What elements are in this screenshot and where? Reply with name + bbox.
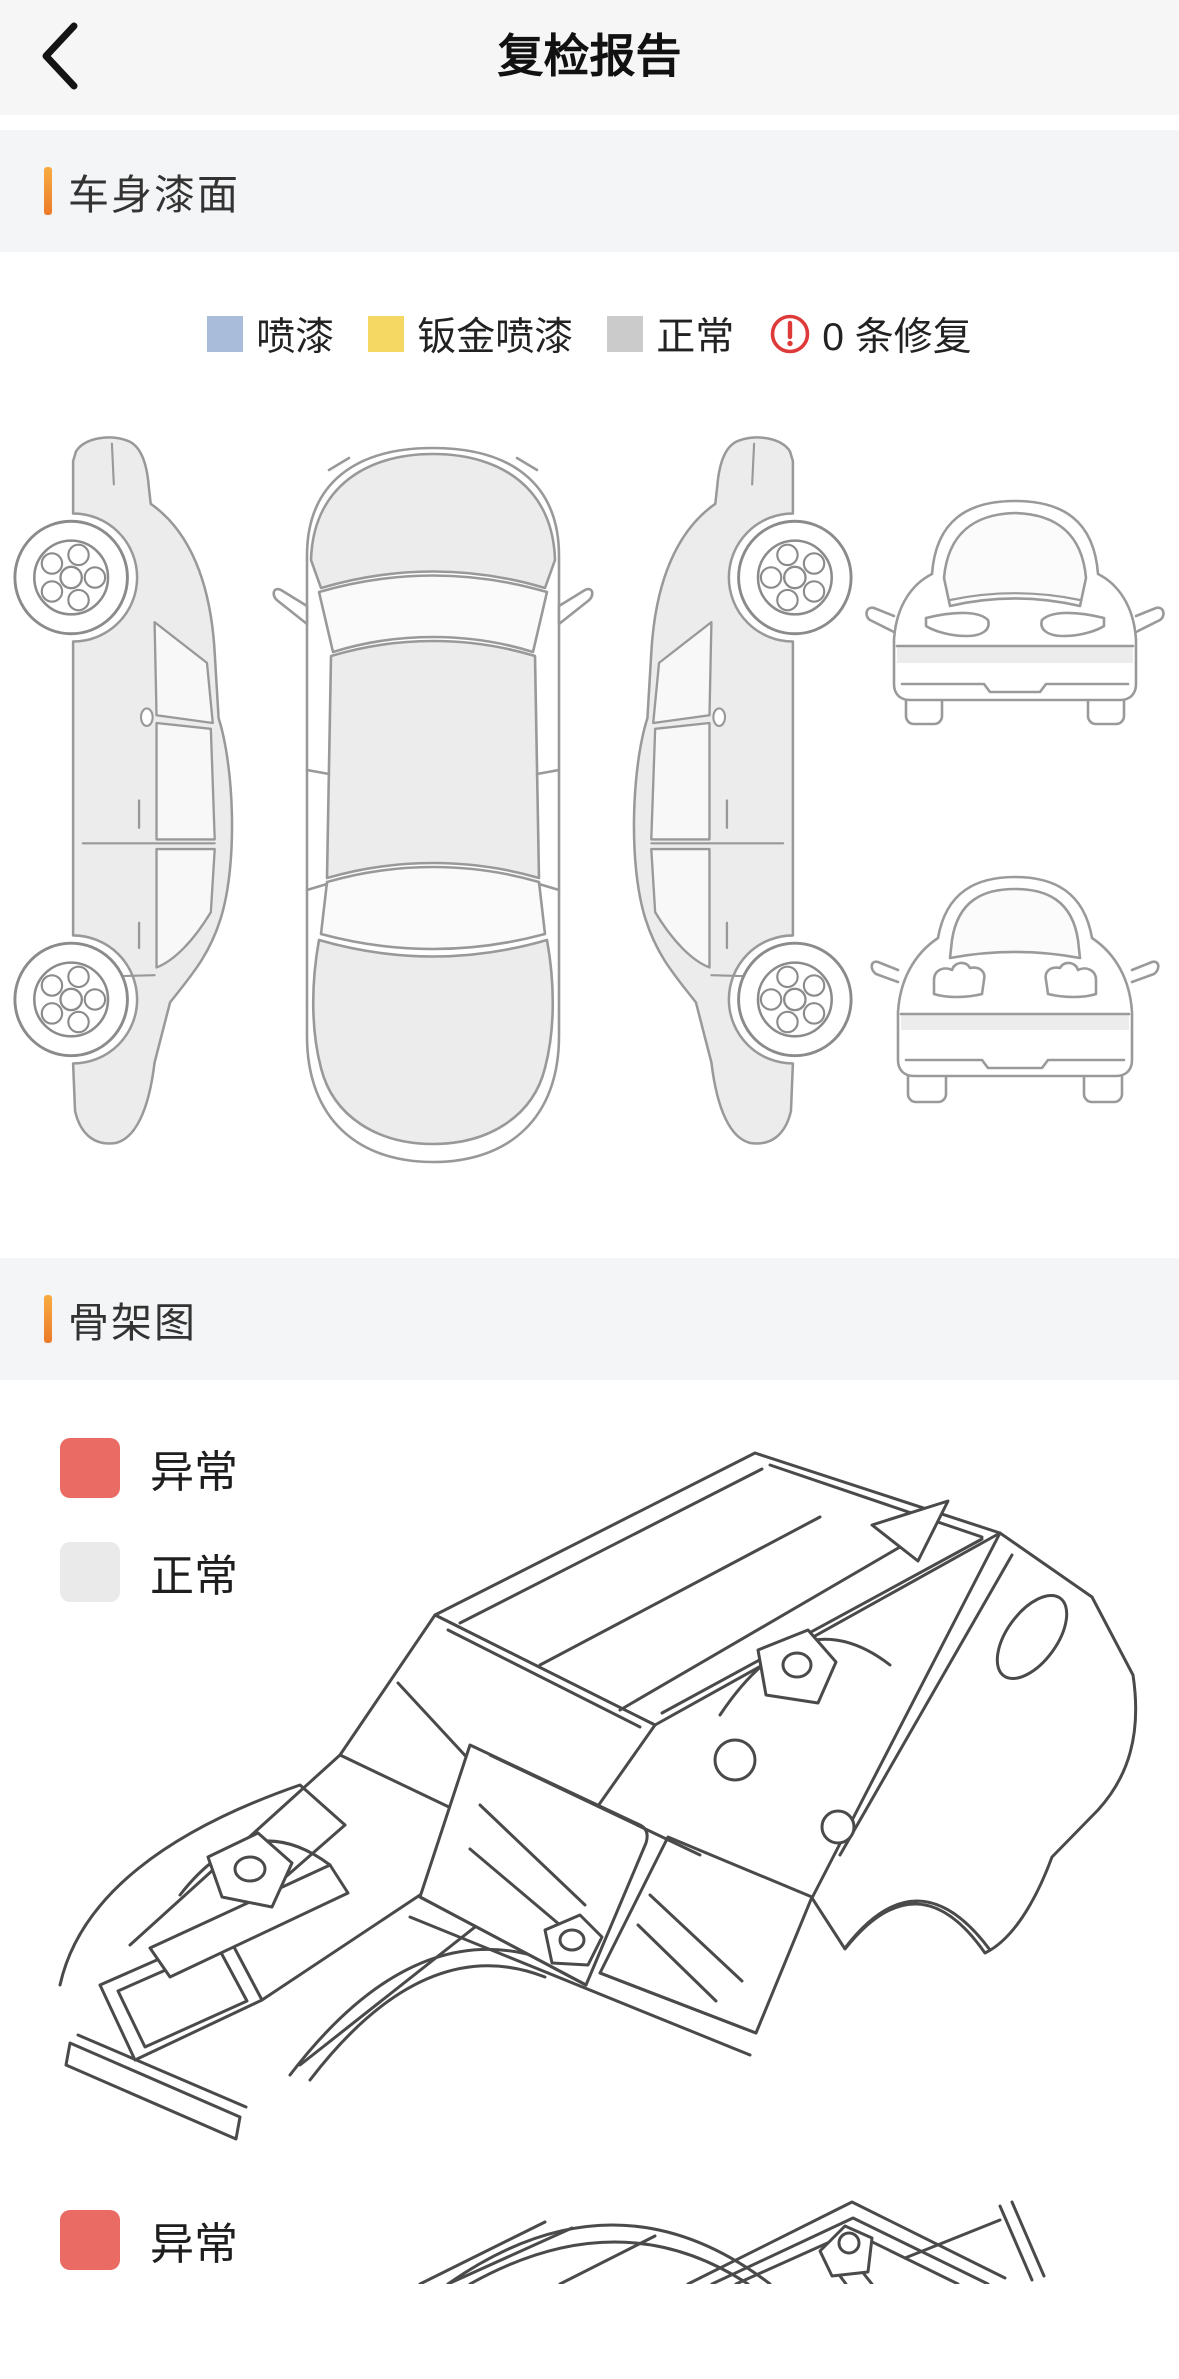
repair-count: 0 条修复 [768,306,972,362]
accent-bar [44,167,52,215]
section-header-paint: 车身漆面 [0,130,1179,252]
chevron-left-icon [42,22,78,90]
legend-swatch-red [60,1438,120,1498]
skeleton-legend-abnormal: 异常 [60,1436,238,1500]
legend-item-sheetmetal: 钣金喷漆 [368,306,573,362]
paint-legend: 喷漆 钣金喷漆 正常 0 条修复 [0,306,1179,362]
legend-item-spray: 喷漆 [207,306,334,362]
skeleton-section-title: 骨架图 [68,1300,197,1346]
skeleton-partial-diagram [418,2200,1046,2284]
side-view-right-diagram [634,437,851,1143]
top-view-diagram [272,446,594,1164]
header-bar: 复检报告 [0,0,1179,115]
rear-view-diagram [870,875,1160,1104]
legend-swatch-gray [607,316,644,352]
skeleton-diagram [58,1451,1138,2141]
section-header-skeleton: 骨架图 [0,1258,1179,1380]
skeleton2-legend-abnormal: 异常 [60,2208,238,2272]
legend-swatch-lightgray [60,1542,120,1602]
page-title: 复检报告 [497,30,682,82]
front-view-diagram [865,499,1165,726]
legend-swatch-yellow [368,316,405,352]
legend-item-normal: 正常 [607,306,734,362]
side-view-left-diagram [15,437,232,1143]
legend-swatch-blue [207,316,244,352]
back-button[interactable] [30,14,90,98]
legend-swatch-red [60,2210,120,2270]
paint-section-title: 车身漆面 [68,172,240,218]
warning-icon [770,314,810,354]
accent-bar [44,1295,52,1343]
paint-diagram [0,420,1165,1164]
repair-count-text: 0 条修复 [822,316,972,359]
skeleton-legend-normal: 正常 [60,1540,238,1604]
